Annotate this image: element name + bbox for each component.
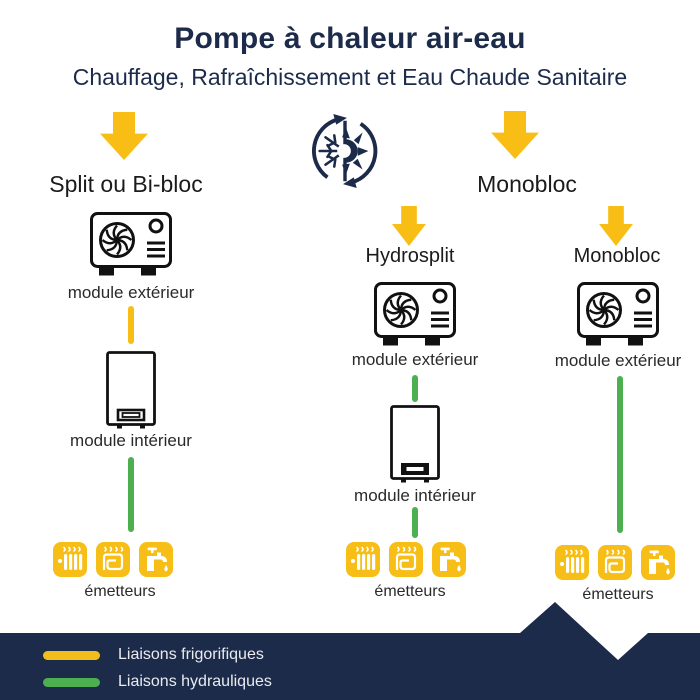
outdoor-unit-label: module extérieur [67, 283, 195, 302]
outdoor-unit-label: module extérieur [351, 350, 479, 369]
radiator-icon [555, 545, 589, 580]
hydraulic-link-line [617, 376, 623, 533]
emitters-label: émetteurs [84, 583, 156, 600]
page-title: Pompe à chaleur air-eau [174, 22, 526, 55]
page-subtitle: Chauffage, Rafraîchissement et Eau Chaud… [72, 64, 628, 90]
emitters-label: émetteurs [374, 583, 446, 600]
branch-label-split: Split ou Bi-bloc [49, 171, 203, 197]
down-arrow-icon [100, 112, 148, 160]
legend-frigorific-label: Liaisons frigorifiques [118, 646, 264, 663]
branch-label-monobloc-group: Monobloc [477, 171, 577, 197]
outdoor-unit-label: module extérieur [554, 351, 682, 370]
radiator-icon [346, 542, 380, 577]
emitters-row [346, 542, 466, 577]
indoor-unit-label: module intérieur [354, 486, 476, 505]
floor-heating-icon [96, 542, 130, 577]
emitters-row [53, 542, 173, 577]
indoor-unit-icon [106, 351, 156, 429]
down-arrow-icon [599, 206, 633, 246]
indoor-unit-icon [390, 405, 440, 483]
legend-hydraulic-label: Liaisons hydrauliques [118, 673, 272, 690]
branch-label-hydrosplit: Hydrosplit [365, 245, 455, 267]
radiator-icon [53, 542, 87, 577]
branch-label-monobloc: Monobloc [573, 245, 661, 267]
outdoor-unit-icon [90, 212, 172, 276]
hydraulic-link-line [412, 507, 418, 538]
faucet-icon [641, 545, 675, 580]
outdoor-unit-icon [577, 282, 659, 346]
footer-band [0, 602, 700, 700]
floor-heating-icon [598, 545, 632, 580]
emitters-label: émetteurs [582, 586, 654, 603]
indoor-unit-label: module intérieur [70, 431, 192, 450]
frigorific-link-line [128, 306, 134, 344]
hydraulic-link-line [412, 375, 418, 402]
faucet-icon [139, 542, 173, 577]
legend-hydraulic-swatch [43, 678, 100, 687]
outdoor-unit-icon [374, 282, 456, 346]
down-arrow-icon [491, 111, 539, 159]
legend-frigorific-swatch [43, 651, 100, 660]
down-arrow-icon [392, 206, 426, 246]
faucet-icon [432, 542, 466, 577]
floor-heating-icon [389, 542, 423, 577]
heating-cooling-cycle-icon [312, 113, 378, 189]
hydraulic-link-line [128, 457, 134, 532]
emitters-row [555, 545, 675, 580]
